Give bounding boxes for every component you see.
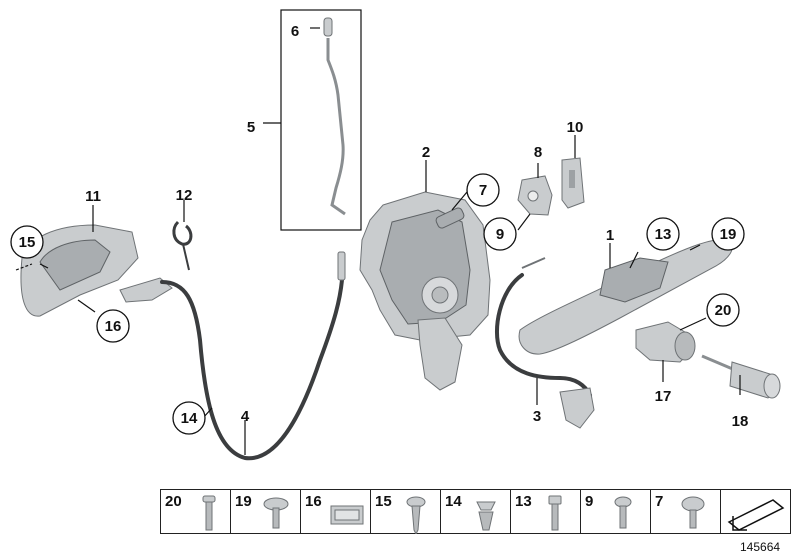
fastener-number: 7	[655, 493, 664, 510]
callout-label: 8	[534, 144, 542, 161]
callout-circle	[706, 293, 740, 327]
fastener-cell: 7	[651, 490, 721, 533]
fastener-cell: 20	[161, 490, 231, 533]
callout-4: 4	[241, 408, 250, 425]
callout-label: 15	[19, 234, 36, 251]
diagram-reference-number: 145664	[740, 540, 781, 554]
callout-label: 4	[241, 408, 250, 425]
callout-5: 5	[247, 119, 255, 136]
fastener-number: 16	[305, 493, 322, 510]
fastener-number: 9	[585, 493, 594, 510]
callout-label: 9	[496, 226, 504, 243]
fastener-number: 19	[235, 493, 252, 510]
callout-label: 16	[105, 318, 122, 335]
callout-circle	[172, 401, 206, 435]
callout-circle	[10, 225, 44, 259]
callout-19: 19	[711, 217, 745, 251]
callout-18: 18	[732, 413, 749, 430]
callout-label: 11	[85, 188, 101, 205]
key-blade-part	[701, 354, 736, 372]
callout-label: 2	[422, 144, 430, 161]
fastener-strip: 20 19 16 15 14 13 9 7	[160, 489, 791, 534]
callout-6: 6	[291, 23, 299, 40]
callout-circle	[483, 217, 517, 251]
rod-detail-frame	[280, 9, 362, 231]
pan-head-screw-icon	[681, 496, 705, 529]
fastener-cell: 14	[441, 490, 511, 533]
callout-14: 14	[172, 401, 206, 435]
bowden-cable-part	[160, 278, 344, 461]
callout-10: 10	[567, 119, 584, 136]
callout-label: 6	[291, 23, 299, 40]
callout-circle	[96, 309, 130, 343]
callout-label: 7	[479, 182, 487, 199]
cable-clip-part	[172, 220, 193, 246]
clip-nut-icon	[330, 505, 364, 525]
callout-label: 13	[655, 226, 672, 243]
callout-17: 17	[655, 388, 672, 405]
callout-9: 9	[483, 217, 517, 251]
fastener-cell: 13	[511, 490, 581, 533]
fastener-cell: 19	[231, 490, 301, 533]
callout-13: 13	[646, 217, 680, 251]
callout-label: 3	[533, 408, 541, 425]
callout-15: 15	[10, 225, 44, 259]
callout-label: 17	[655, 388, 672, 405]
callout-circle	[711, 217, 745, 251]
operating-rod-part	[326, 38, 346, 216]
callout-16: 16	[96, 309, 130, 343]
callout-7: 7	[466, 173, 500, 207]
callout-2: 2	[422, 144, 430, 161]
callout-circle	[646, 217, 680, 251]
fastener-cell: 15	[371, 490, 441, 534]
long-bolt-icon	[202, 495, 216, 531]
callout-8: 8	[534, 144, 542, 161]
fastener-number: 13	[515, 493, 532, 510]
callout-12: 12	[176, 187, 193, 204]
callout-label: 18	[732, 413, 749, 430]
lock-motor-part	[417, 317, 463, 391]
rod-end-pin-part	[323, 17, 333, 37]
callout-1: 1	[606, 227, 614, 244]
leader-lines	[15, 27, 741, 455]
callout-3: 3	[533, 408, 541, 425]
callout-label: 20	[715, 302, 732, 319]
fastener-number: 15	[375, 493, 392, 510]
torx-screw-icon	[614, 496, 632, 529]
fastener-cell	[721, 490, 790, 533]
fastener-cell: 9	[581, 490, 651, 533]
callout-label: 19	[720, 226, 737, 243]
fastener-number: 20	[165, 493, 182, 510]
tapping-screw-icon	[406, 496, 426, 534]
handle-bracket-part	[119, 277, 173, 303]
fastener-cell: 16	[301, 490, 371, 533]
flat-head-screw-icon	[263, 497, 289, 529]
handle-carrier-part	[599, 257, 669, 303]
expanding-rivet-icon	[476, 501, 496, 531]
callout-label: 1	[606, 227, 614, 244]
inner-release-cable-part	[495, 273, 592, 397]
callout-label: 5	[247, 119, 255, 136]
callout-circle	[466, 173, 500, 207]
callout-label: 12	[176, 187, 193, 204]
callout-11: 11	[85, 188, 101, 205]
shim-arrow-icon	[727, 499, 785, 531]
callout-label: 14	[181, 410, 198, 427]
hex-bolt-icon	[548, 495, 562, 531]
fastener-number: 14	[445, 493, 462, 510]
callout-label: 10	[567, 119, 584, 136]
callout-20: 20	[706, 293, 740, 327]
